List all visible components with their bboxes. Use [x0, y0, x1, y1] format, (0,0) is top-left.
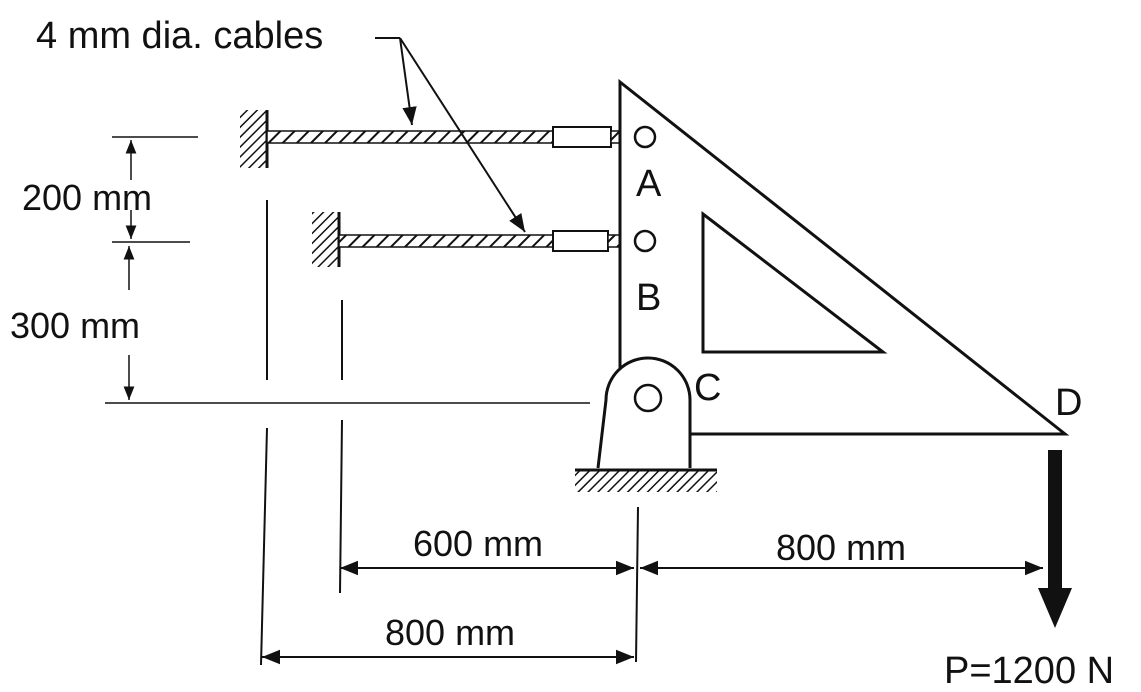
pin-support-c [575, 356, 717, 492]
dim-800-bottom-label: 800 mm [385, 612, 515, 653]
horizontal-dimensions [260, 200, 1043, 666]
label-b: B [636, 277, 661, 319]
load-label: P=1200 N [944, 650, 1114, 692]
label-c: C [694, 367, 721, 409]
wall-support-a [240, 110, 267, 168]
cables-label: 4 mm dia. cables [36, 15, 323, 57]
cable-b [338, 230, 637, 252]
triangular-plate [618, 78, 1070, 436]
cable-a [266, 126, 638, 148]
label-a: A [636, 163, 662, 205]
pin-a [633, 125, 657, 149]
pin-b [633, 229, 657, 253]
wall-support-b [312, 212, 339, 267]
load-arrow [1038, 450, 1072, 628]
vertical-dimensions [105, 136, 590, 404]
dim-300-label: 300 mm [10, 305, 140, 346]
dim-200-label: 200 mm [22, 177, 152, 218]
label-leader-lines [375, 37, 526, 233]
pin-c [633, 383, 663, 413]
dim-800-right-label: 800 mm [776, 527, 906, 568]
label-d: D [1055, 382, 1082, 424]
dim-600-label: 600 mm [413, 523, 543, 564]
